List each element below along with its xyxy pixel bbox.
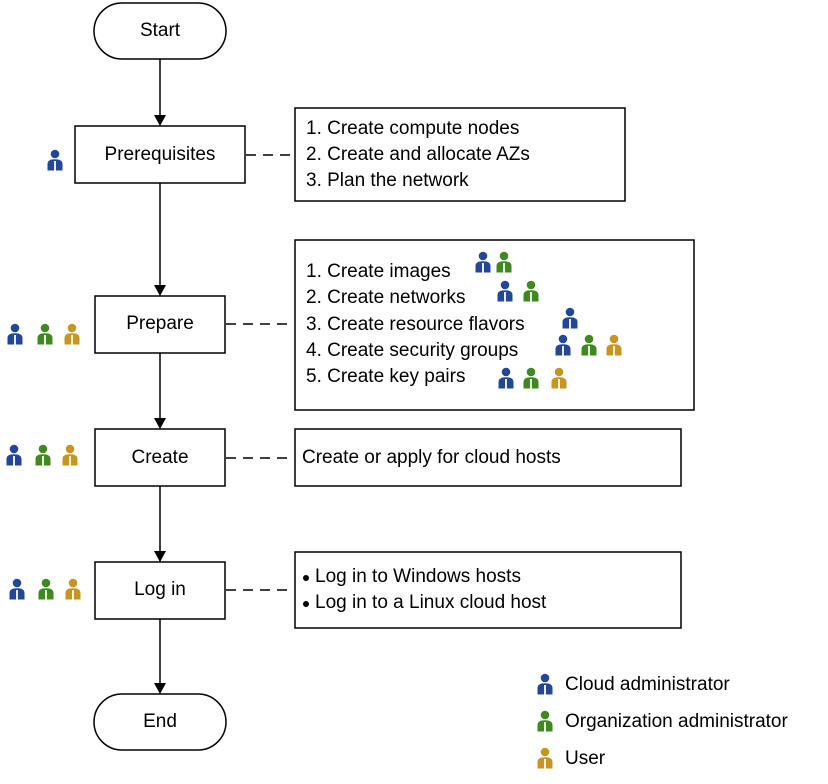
note-line: Log in to a Linux cloud host [315, 592, 547, 613]
create-note-box [294, 428, 682, 487]
note-line: 5. Create key pairs [306, 366, 466, 387]
note-line: 1. Create images [306, 261, 451, 282]
legend-org-admin-label: Organization administrator [565, 711, 788, 732]
user-person-icon [64, 578, 82, 600]
note-line: Create or apply for cloud hosts [302, 447, 561, 468]
cloud-admin-person-icon [46, 149, 64, 171]
cloud-admin-person-icon [536, 673, 554, 695]
org-admin-person-icon [580, 334, 598, 356]
cloud-admin-person-icon [496, 280, 514, 302]
note-line: Log in to Windows hosts [315, 566, 521, 587]
end-terminal [93, 693, 227, 751]
cloud-admin-person-icon [5, 444, 23, 466]
login-note-box [294, 551, 682, 629]
org-admin-person-icon [522, 367, 540, 389]
org-admin-person-icon [34, 444, 52, 466]
note-line: 2. Create networks [306, 287, 466, 308]
user-person-icon [605, 334, 623, 356]
org-admin-person-icon [536, 710, 554, 732]
note-line: 4. Create security groups [306, 340, 519, 361]
org-admin-person-icon [522, 280, 540, 302]
prerequisites-label: Prerequisites [104, 144, 216, 165]
cloud-admin-person-icon [554, 334, 572, 356]
prepare-box [94, 295, 226, 354]
cloud-admin-person-icon [474, 251, 492, 273]
prepare-note-box [294, 239, 695, 411]
note-line: 2. Create and allocate AZs [306, 144, 530, 165]
user-person-icon [63, 323, 81, 345]
note-line: 3. Plan the network [306, 170, 469, 191]
bullet-dot [303, 601, 309, 607]
legend-user-label: User [565, 748, 606, 769]
org-admin-person-icon [495, 251, 513, 273]
start-label: Start [139, 20, 181, 41]
bullet-dot [303, 575, 309, 581]
cloud-admin-person-icon [6, 323, 24, 345]
create-label: Create [131, 447, 189, 468]
note-line: 1. Create compute nodes [306, 118, 520, 139]
end-label: End [143, 711, 177, 732]
prerequisites-note-box [294, 107, 626, 202]
cloud-admin-person-icon [8, 578, 26, 600]
create-box [94, 428, 226, 487]
prepare-label: Prepare [126, 313, 194, 334]
org-admin-person-icon [36, 323, 54, 345]
cloud-admin-person-icon [561, 307, 579, 329]
user-person-icon [536, 747, 554, 769]
legend-cloud-admin-label: Cloud administrator [565, 674, 730, 695]
login-box [94, 561, 226, 620]
login-label: Log in [134, 579, 186, 600]
note-line: 3. Create resource flavors [306, 314, 525, 335]
user-person-icon [550, 367, 568, 389]
org-admin-person-icon [37, 578, 55, 600]
user-person-icon [61, 444, 79, 466]
cloud-admin-person-icon [497, 367, 515, 389]
